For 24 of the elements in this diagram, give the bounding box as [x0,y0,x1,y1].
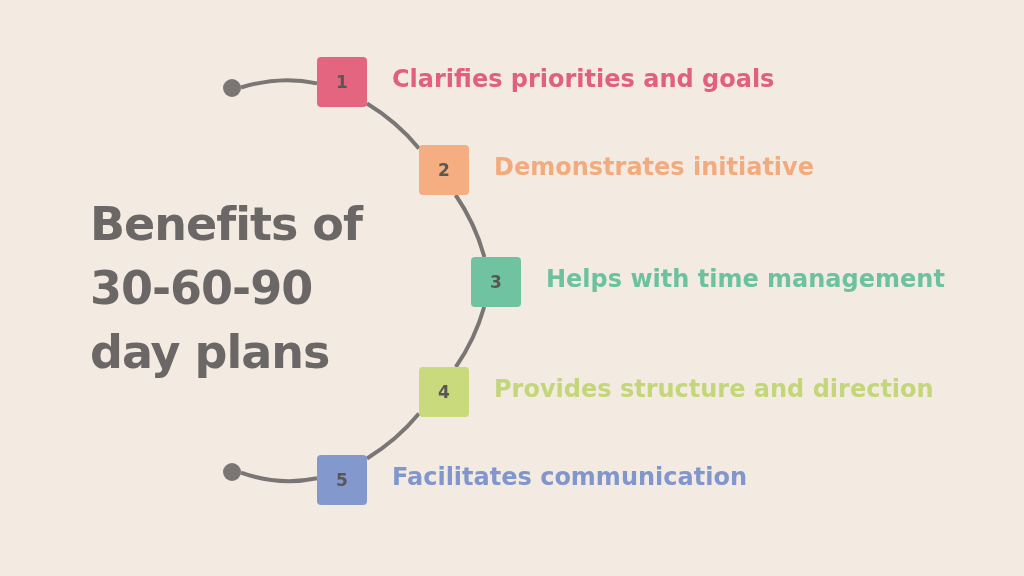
arc-connector [454,306,487,369]
arc-connector [453,193,487,258]
title: Benefits of 30-60-90 day plans [90,196,365,381]
benefit-text: Helps with time management [546,265,945,293]
step-number: 1 [336,72,348,92]
step-number: 2 [438,160,450,180]
step-number: 5 [336,470,348,490]
arc-connector [365,412,421,461]
benefit-text: Demonstrates initiative [494,153,814,181]
number-square [471,257,521,307]
benefit-text: Facilitates communication [392,463,747,491]
arc-connector [365,101,421,150]
number-square [419,367,469,417]
benefit-text: Provides structure and direction [494,375,934,403]
number-square [419,145,469,195]
step-number: 3 [490,272,502,292]
end-dot [223,463,241,481]
number-square [317,455,367,505]
arc-connector [240,470,318,484]
benefit-text: Clarifies priorities and goals [392,65,775,93]
arc-connector [240,78,318,90]
step-number: 4 [438,382,450,402]
number-square [317,57,367,107]
end-dot [223,79,241,97]
